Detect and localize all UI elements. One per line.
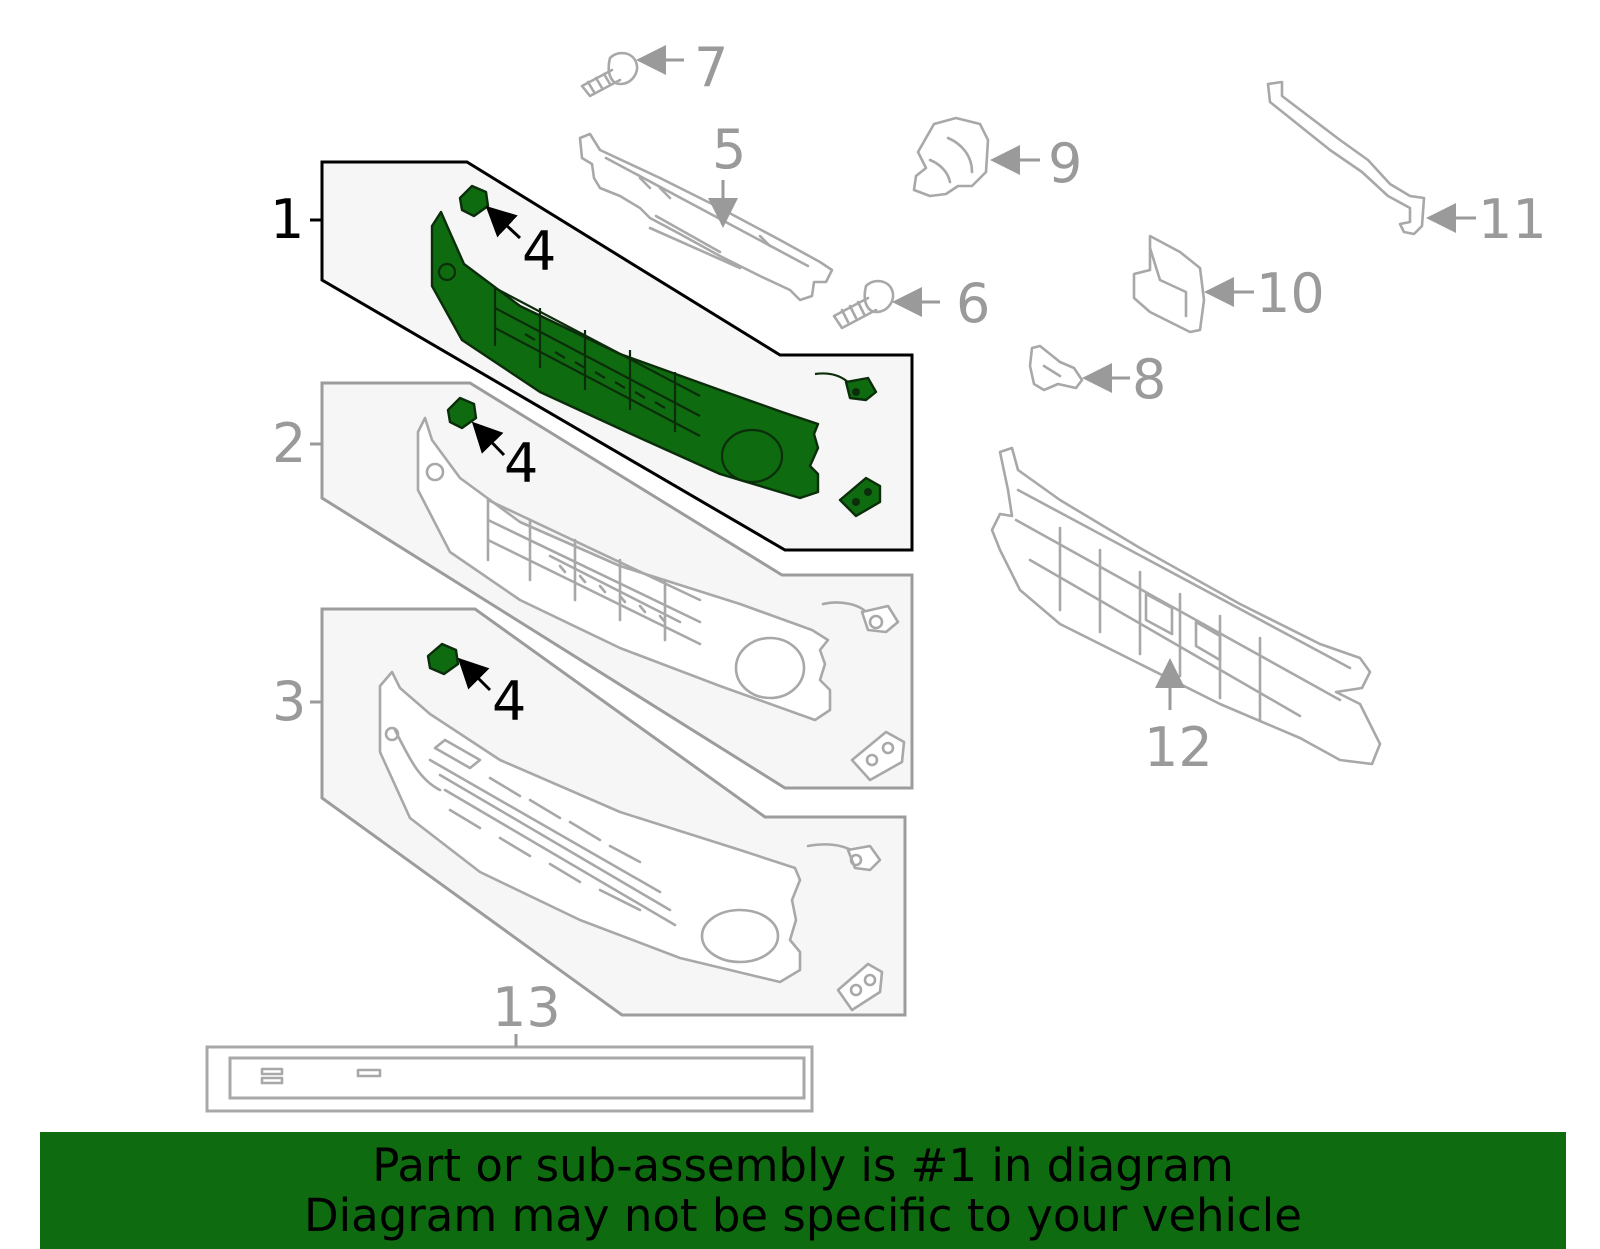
grille-3-bracket-lower — [836, 962, 884, 1012]
callout-6: 6 — [956, 272, 990, 335]
grille-2-bracket-lower — [850, 730, 906, 782]
callout-5: 5 — [712, 118, 746, 181]
banner-line-highlighted-part: Part or sub-assembly is #1 in diagram — [372, 1138, 1234, 1192]
grille-3-outline — [378, 670, 802, 984]
grille-1-green-bracket-lower — [838, 476, 882, 518]
callout-12: 12 — [1144, 716, 1213, 779]
callout-3: 3 — [272, 670, 306, 733]
grille-2-bracket-upper — [821, 601, 900, 634]
grille-3-bracket-upper — [806, 843, 882, 872]
part-5-upper-bracket — [578, 132, 834, 302]
part-13-label-plate — [205, 1034, 814, 1113]
grille-assembly-2-panel — [310, 381, 914, 790]
callout-13: 13 — [492, 976, 561, 1039]
grille-assembly-3-panel — [310, 607, 907, 1017]
part-11-strip — [1266, 80, 1476, 236]
callout-4-grille-1: 4 — [522, 220, 556, 283]
part-8-clip — [1028, 344, 1130, 393]
part-7-screw — [580, 45, 684, 98]
banner-line-disclaimer: Diagram may not be specific to your vehi… — [304, 1188, 1302, 1242]
clip-4-on-grille-2 — [446, 396, 478, 430]
callout-9: 9 — [1048, 132, 1082, 195]
grille-assembly-1-panel[interactable] — [310, 160, 914, 552]
callout-4-grille-3: 4 — [492, 670, 526, 733]
callout-1: 1 — [270, 188, 304, 251]
part-10-bracket — [1132, 234, 1254, 334]
callout-11: 11 — [1478, 188, 1547, 251]
part-9-sensor — [912, 116, 1040, 198]
callout-10: 10 — [1256, 262, 1325, 325]
callout-7: 7 — [694, 36, 728, 99]
callout-8: 8 — [1132, 348, 1166, 411]
callout-2: 2 — [272, 412, 306, 475]
notice-banner: Part or sub-assembly is #1 in diagram Di… — [40, 1132, 1566, 1249]
grille-1-green-bracket-upper — [814, 372, 878, 402]
grille-1-green-body — [430, 210, 820, 500]
part-6-screw — [832, 279, 940, 330]
part-12-lower-support — [990, 446, 1382, 766]
callout-4-grille-2: 4 — [504, 432, 538, 495]
grille-2-outline — [416, 416, 832, 722]
